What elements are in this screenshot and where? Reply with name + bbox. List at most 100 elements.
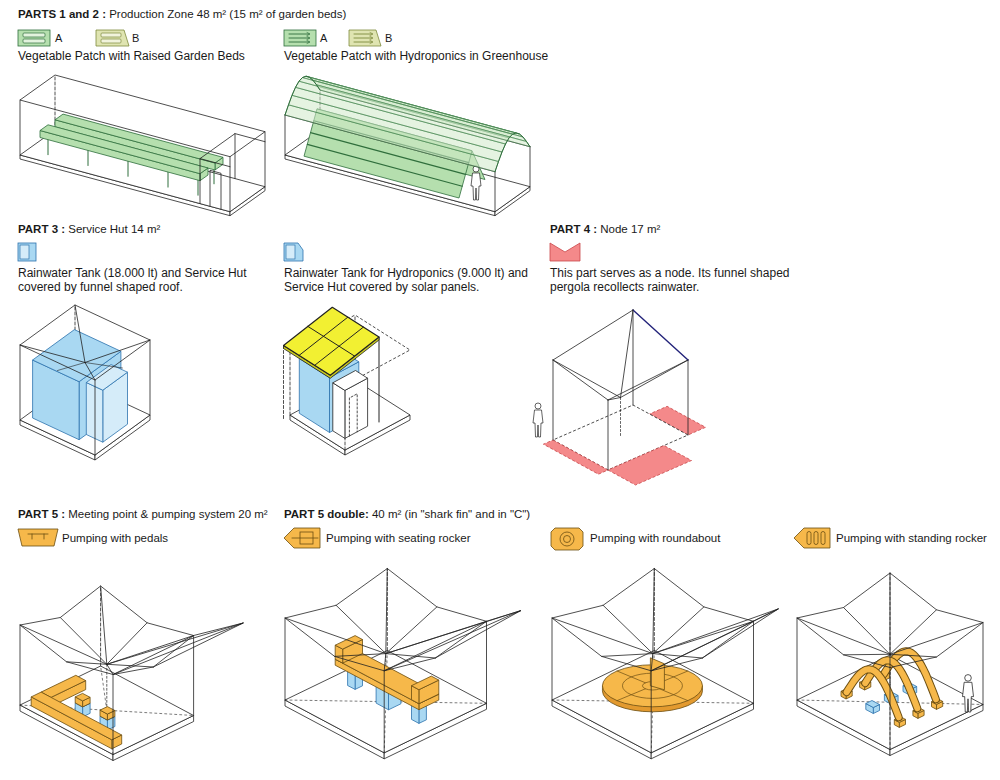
roof-fold (75, 305, 85, 363)
roof-fold (386, 611, 521, 654)
hydroponics-rail (307, 37, 310, 40)
hydroponics-rail (370, 37, 373, 40)
roof-fold (58, 363, 86, 371)
roof-fold (386, 654, 436, 658)
seating-rocker-icon-mark (292, 538, 318, 539)
raised-bed (40, 131, 200, 181)
post (150, 340, 151, 415)
post (890, 668, 891, 750)
roof-fold (285, 618, 386, 654)
roof-fold (335, 654, 386, 657)
post (797, 618, 798, 700)
variant-description: Rainwater Tank (18.000 lt) and Service H… (18, 266, 263, 294)
part-description: This part serves as a node. Its funnel s… (550, 266, 790, 294)
variant-description: Vegetable Patch with Hydroponics in Gree… (284, 49, 548, 63)
post (553, 360, 554, 440)
solar-panel (284, 307, 380, 375)
post (230, 157, 231, 212)
post (379, 337, 380, 422)
post (95, 380, 96, 455)
pedal-icon-mark (44, 534, 45, 539)
pergola-edge (633, 310, 688, 360)
roof-edge (20, 305, 150, 380)
floor-slab (552, 651, 754, 753)
greenhouse-roof (317, 85, 531, 147)
hut-wall (200, 159, 230, 167)
raised-bed-icon-bar (23, 33, 45, 37)
pergola-edge (553, 360, 608, 400)
service-hut (333, 383, 345, 439)
raised-bed-icon-bar (23, 39, 45, 43)
standing-rocker-icon-mark (814, 532, 818, 545)
seating-rocker-icon (284, 528, 320, 548)
roof-fold (702, 609, 778, 658)
roof-fold (384, 654, 386, 671)
roof-fold (653, 654, 703, 658)
bench (41, 675, 86, 697)
roundabout-spoke (617, 671, 645, 683)
hydroponics-rail (354, 34, 372, 35)
door (210, 170, 221, 209)
part-heading: PART 5 double: 40 m² (in "shark fin" and… (284, 507, 530, 521)
rocker-seat (335, 636, 362, 650)
roof-fold (603, 605, 653, 653)
roof-fold (890, 654, 891, 667)
roof-fold (797, 618, 890, 654)
post (753, 621, 754, 703)
standing-rocker-icon-mark (807, 532, 811, 545)
service-hut (333, 371, 368, 391)
pergola-fold (553, 360, 621, 398)
hydroponics-rail (307, 41, 310, 44)
human-figure (963, 675, 974, 712)
roof-edge (797, 573, 983, 668)
roundabout-spoke (617, 689, 645, 701)
service-hut (86, 383, 103, 443)
roof-fin (384, 611, 520, 671)
roundabout-icon-mark (564, 536, 571, 543)
variant-description: Rainwater Tank for Hydroponics (9.000 lt… (284, 266, 534, 294)
funnel-hut-drawing (20, 305, 150, 460)
pedal-icon-mark (28, 534, 48, 535)
roof-fold (386, 569, 388, 654)
human-figure (533, 403, 543, 437)
hydroponics-rail (289, 34, 309, 35)
pergola-fold (608, 398, 621, 401)
pergola-edge (553, 310, 633, 360)
hidden-post (890, 573, 891, 655)
roof-fold (153, 623, 243, 667)
hydroponics-rail (370, 41, 373, 44)
door (349, 394, 357, 436)
pergola-edge (608, 360, 688, 400)
figure-body (471, 173, 481, 200)
tank-icon-inner (286, 245, 295, 259)
roof-fold (552, 618, 653, 654)
hidden-post (100, 586, 101, 666)
roof-edge (552, 569, 754, 671)
post (552, 618, 553, 700)
node-drawing (533, 310, 706, 485)
human-figure (471, 166, 481, 200)
roof-fin (113, 623, 243, 675)
roof-fold (653, 607, 704, 654)
roof-fold (107, 664, 113, 674)
pedal-seat (75, 693, 90, 701)
roof-fold (890, 610, 937, 655)
hydroponics-rail (289, 42, 309, 43)
roof-fold (844, 654, 891, 656)
post (285, 115, 286, 155)
post (688, 360, 689, 435)
roof-fold (386, 607, 437, 654)
hydroponics-rail (354, 38, 372, 39)
greenhouse-roof (313, 80, 527, 141)
roundabout-icon-mark (560, 532, 574, 546)
hydroponics-rail (289, 38, 309, 39)
service-hut (86, 365, 127, 391)
hydroponics-rail (307, 33, 310, 36)
standing-rocker-icon (794, 528, 830, 548)
node-icon (550, 243, 580, 261)
variant-letter: A (55, 31, 62, 45)
roof-fold (85, 363, 123, 369)
variant-letter: B (385, 31, 392, 45)
roof-fold (890, 623, 983, 655)
roof-fold (85, 340, 150, 363)
